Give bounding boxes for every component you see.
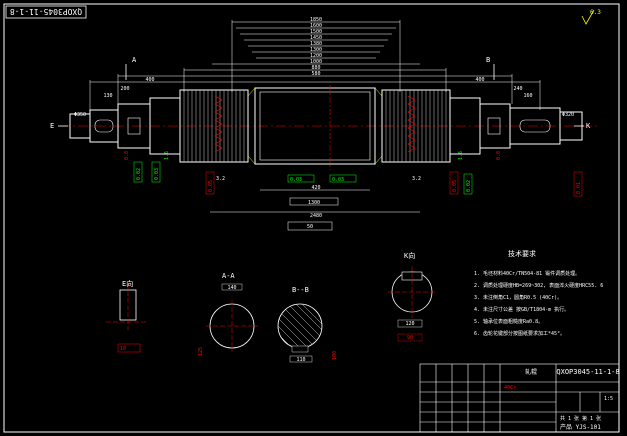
tech-req-line-6: 6. 齿轮花键部分按图纸要求加工*45°。 bbox=[474, 330, 565, 337]
bottom-dimensions: 420 1300 2480 50 bbox=[210, 185, 420, 231]
roughness-value: 6.3 bbox=[590, 9, 601, 16]
journal-label-1: 0.8 bbox=[124, 151, 130, 160]
top-dimension-labels: 1850 1600 1500 1450 1380 1300 1200 1000 … bbox=[103, 17, 532, 99]
material: 40Cr bbox=[504, 385, 516, 391]
e-view: E向 18 bbox=[106, 279, 148, 353]
tech-req-line-2: 2. 调质处理硬度HB=269~302, 表面淬火硬度HRC55. 6 bbox=[474, 282, 603, 289]
dim-1300: 1300 bbox=[310, 47, 322, 53]
tol-callout-5: 0.02 bbox=[466, 180, 472, 192]
aa-title: A-A bbox=[222, 272, 235, 280]
dim-200: 200 bbox=[120, 86, 129, 92]
dim-1600: 1600 bbox=[310, 23, 322, 29]
tol-callout-2: 0.03 bbox=[154, 168, 160, 180]
dim-overall: 1850 bbox=[310, 17, 322, 23]
scale: 1:5 bbox=[604, 396, 613, 402]
tech-req-line-1: 1. 毛坯材料40Cr/TN504-81 锻件调质处理。 bbox=[474, 270, 580, 277]
section-b-label: B bbox=[486, 56, 490, 64]
sheet-info: 共 1 张 第 1 张 bbox=[560, 415, 601, 422]
tech-requirements: 技术要求 1. 毛坯材料40Cr/TN504-81 锻件调质处理。 2. 调质处… bbox=[474, 249, 603, 337]
drawing-border bbox=[3, 3, 620, 433]
aa-width: 140 bbox=[227, 285, 236, 291]
rotated-code-box: QXOP3045-11-1-8 bbox=[5, 5, 87, 19]
roughness-symbol: 6.3 bbox=[581, 9, 601, 25]
section-k-label: K bbox=[586, 122, 591, 130]
phi-right: Φ320 bbox=[562, 112, 574, 118]
dim-2480: 2480 bbox=[310, 213, 322, 219]
journal-label-3: 1.6 bbox=[458, 151, 464, 160]
top-dimension-stack bbox=[89, 20, 541, 110]
bb-title: B--B bbox=[292, 286, 309, 294]
dim-50-box: 50 bbox=[307, 224, 313, 230]
phi-left: Φ350 bbox=[74, 112, 86, 118]
dim-880: 880 bbox=[311, 65, 320, 71]
e-view-title: E向 bbox=[122, 279, 133, 288]
main-shaft-view bbox=[60, 85, 600, 170]
rotated-code-text: QXOP3045-11-1-8 bbox=[10, 7, 82, 16]
label-32-right: 3.2 bbox=[412, 176, 421, 182]
journal-label-2: 1.6 bbox=[164, 151, 170, 160]
section-e-label: E bbox=[50, 122, 54, 130]
tol-callout-6: 0.01 bbox=[576, 182, 582, 194]
bb-height: 100 bbox=[332, 351, 338, 360]
tol-callout-1: 0.02 bbox=[136, 168, 142, 180]
dim-1000: 1000 bbox=[310, 59, 322, 65]
dim-1500: 1500 bbox=[310, 29, 322, 35]
dim-1380: 1380 bbox=[310, 41, 322, 47]
label-32-left: 3.2 bbox=[216, 176, 225, 182]
dim-420: 420 bbox=[311, 185, 320, 191]
tolerance-callouts: 0.02 0.03 0.05 0.05 0.02 0.01 0.03 0.03 bbox=[133, 161, 583, 197]
tol-center-2: 0.03 bbox=[332, 177, 344, 183]
journal-label-4: 0.8 bbox=[496, 151, 502, 160]
k-view-title: K向 bbox=[404, 251, 415, 260]
k-view: K向 120 90 bbox=[388, 251, 436, 342]
bb-width: 110 bbox=[296, 357, 305, 363]
tol-callout-3: 0.05 bbox=[208, 180, 214, 192]
k-height: 90 bbox=[407, 335, 413, 341]
aa-height: 125 bbox=[198, 347, 204, 356]
title-block-text: 轧辊 QXOP3045-11-1-8 40Cr 1:5 共 1 张 第 1 张 … bbox=[504, 368, 620, 431]
e-view-dim: 18 bbox=[120, 346, 126, 352]
dim-400-left: 400 bbox=[145, 77, 154, 83]
dim-240: 240 bbox=[513, 86, 522, 92]
title-block bbox=[419, 363, 620, 433]
journal-labels: 0.8 1.6 1.6 0.8 Φ350 Φ320 3.2 3.2 bbox=[74, 112, 574, 182]
section-markers: A B E K bbox=[50, 56, 591, 130]
dim-400-right: 400 bbox=[475, 77, 484, 83]
tol-callout-4: 0.05 bbox=[452, 180, 458, 192]
bb-section: B--B 110 100 bbox=[277, 286, 338, 363]
drawing-code: QXOP3045-11-1-8 bbox=[556, 368, 619, 376]
dim-580: 580 bbox=[311, 71, 320, 77]
dim-160: 160 bbox=[523, 93, 532, 99]
dim-1300-box: 1300 bbox=[308, 200, 320, 206]
dim-130: 130 bbox=[103, 93, 112, 99]
tech-req-title: 技术要求 bbox=[508, 249, 536, 258]
tech-req-line-5: 5. 轴承位表面粗糙度Ra0.8。 bbox=[474, 318, 543, 325]
tol-center-1: 0.03 bbox=[290, 177, 302, 183]
company-product: 产品 YJS-101 bbox=[560, 423, 601, 431]
tech-req-line-3: 3. 未注倒角C1，圆角R0.5 (40Cr)。 bbox=[474, 294, 562, 301]
dim-1200: 1200 bbox=[310, 53, 322, 59]
tech-req-line-4: 4. 未注尺寸公差 按GB/T1804-m 执行。 bbox=[474, 306, 569, 313]
k-width: 120 bbox=[405, 321, 414, 327]
dim-1450: 1450 bbox=[310, 35, 322, 41]
aa-section: A-A 140 125 bbox=[198, 272, 258, 356]
part-name: 轧辊 bbox=[525, 368, 537, 376]
section-a-label: A bbox=[132, 56, 137, 64]
